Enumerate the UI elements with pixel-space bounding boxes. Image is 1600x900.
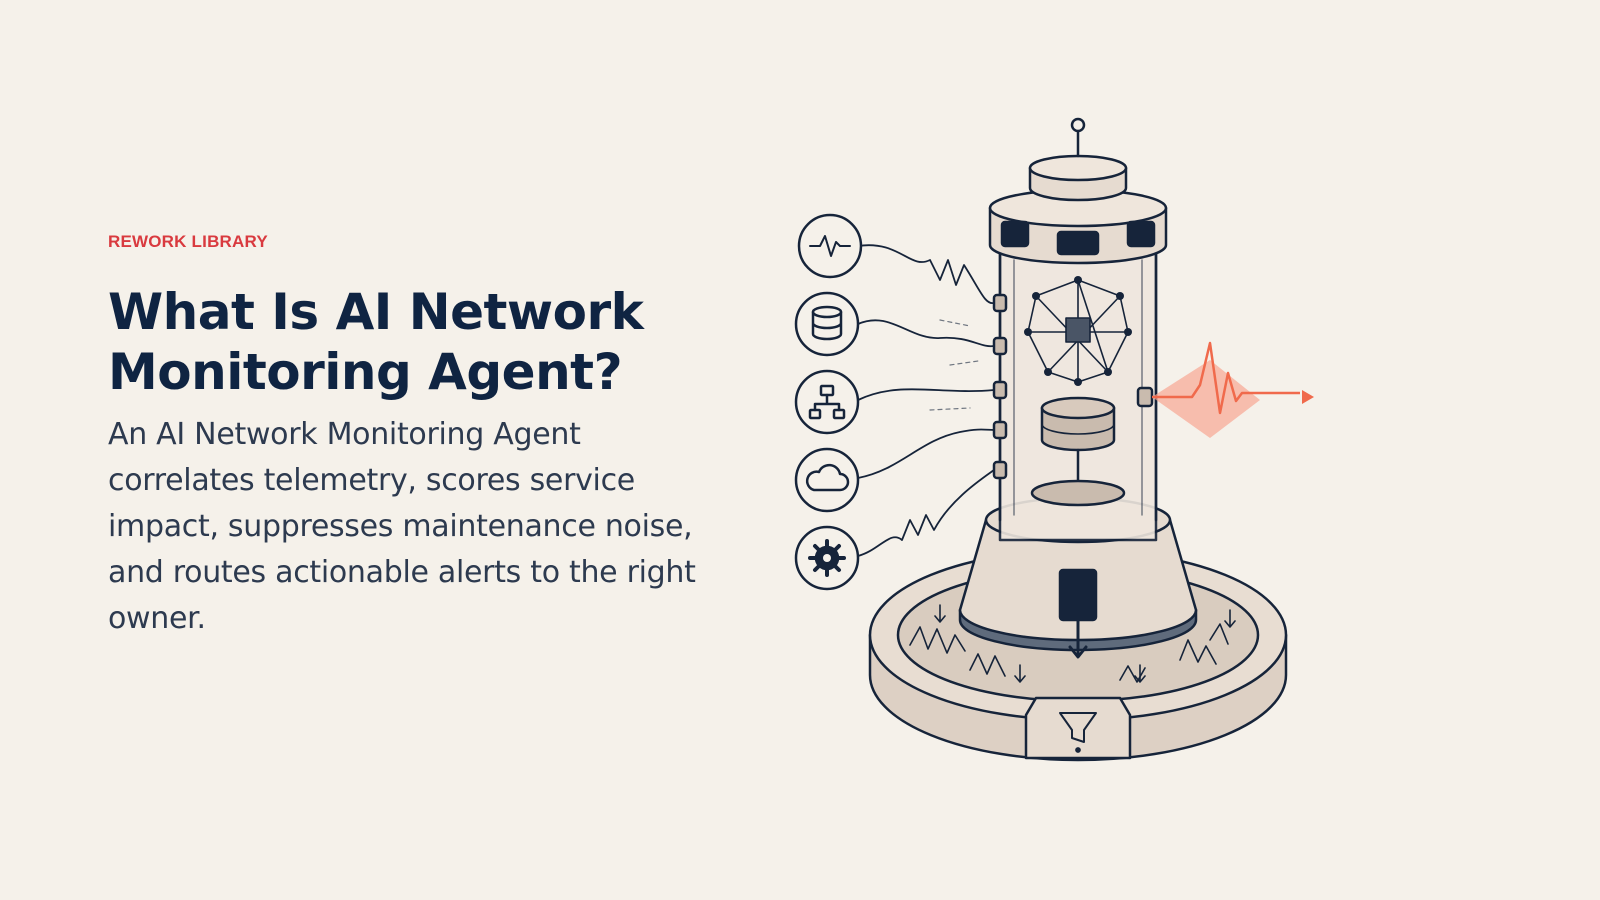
processing-disc <box>1030 396 1126 507</box>
telemetry-wires <box>857 244 995 557</box>
database-icon <box>794 291 860 357</box>
monitoring-tower-illustration <box>794 117 1314 762</box>
pulse-icon <box>797 213 863 279</box>
neural-network-icon <box>1024 276 1132 386</box>
network-topology-icon <box>794 369 860 435</box>
cloud-icon <box>794 447 860 513</box>
page-title: What Is AI Network Monitoring Agent? <box>108 282 728 402</box>
tower-cap <box>988 117 1168 265</box>
gear-icon <box>794 525 860 591</box>
title-line-1: What Is AI Network <box>108 283 644 341</box>
funnel-icon <box>1059 712 1097 743</box>
eyebrow-label: REWORK LIBRARY <box>108 232 268 251</box>
glass-column <box>992 248 1158 542</box>
hero-text: REWORK LIBRARY What Is AI Network Monito… <box>108 232 728 642</box>
alert-signal <box>1152 341 1314 438</box>
output-port <box>1136 386 1154 408</box>
title-line-2: Monitoring Agent? <box>108 343 623 401</box>
lead-paragraph: An AI Network Monitoring Agent correlate… <box>108 417 696 636</box>
